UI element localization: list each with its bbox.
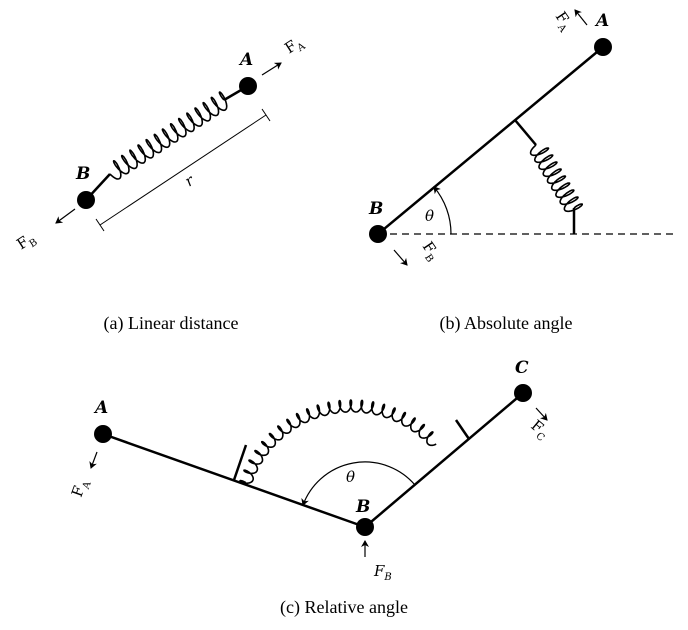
spring-coil: [529, 144, 583, 213]
force-arrow-a: [261, 62, 282, 76]
spring-lead-top: [514, 119, 537, 146]
node-c-label: C: [515, 358, 529, 378]
angle-label: θ: [425, 207, 434, 225]
spring-coil: [109, 91, 228, 180]
panel-a: r A B FA FB (a) Linear distance: [13, 32, 308, 334]
angle-arc: [301, 461, 416, 506]
force-arrow-b: [393, 249, 408, 266]
force-label-b: FB: [373, 562, 392, 583]
force-label-a: FA: [281, 32, 308, 60]
spring-arm-left: [232, 444, 248, 481]
rod-ab: [102, 432, 366, 529]
caption-c: (c) Relative angle: [280, 597, 408, 618]
node-a: [239, 77, 257, 95]
node-b-label: B: [75, 164, 90, 184]
distance-tick-start: [95, 218, 105, 232]
node-a: [594, 38, 612, 56]
node-b: [77, 191, 95, 209]
force-arrow-b: [55, 208, 76, 224]
force-label-b: FB: [416, 238, 443, 264]
node-b: [356, 518, 374, 536]
force-arrow-c: [535, 407, 548, 421]
angle-arc: [433, 186, 452, 235]
caption-a: (a) Linear distance: [104, 313, 239, 334]
force-arrow-a: [574, 9, 588, 26]
caption-b: (b) Absolute angle: [440, 313, 573, 334]
node-a-label: A: [238, 50, 253, 70]
force-arrow-a: [89, 451, 98, 469]
distance-label: r: [181, 171, 198, 190]
rod: [377, 46, 604, 235]
node-b: [369, 225, 387, 243]
node-a: [94, 425, 112, 443]
node-a-label: A: [594, 11, 609, 31]
panel-c: θ A B C FA FB FC (c) Relative angle: [68, 358, 554, 618]
distance-line: [99, 114, 267, 226]
force-label-a: FA: [68, 476, 94, 500]
node-b-label: B: [368, 199, 383, 219]
spring-arm-right: [454, 419, 471, 440]
node-a-label: A: [93, 398, 108, 418]
force-label-b: FB: [13, 229, 39, 256]
panel-b: θ A B FA FB (b) Absolute angle: [368, 8, 675, 334]
force-label-a: FA: [549, 8, 577, 35]
angle-label: θ: [346, 468, 355, 486]
spring-coil: [239, 399, 437, 484]
force-label-c: FC: [526, 416, 554, 444]
node-c: [514, 384, 532, 402]
distance-tick-end: [261, 108, 271, 122]
node-b-label: B: [355, 497, 370, 517]
rod-bc: [364, 392, 524, 528]
